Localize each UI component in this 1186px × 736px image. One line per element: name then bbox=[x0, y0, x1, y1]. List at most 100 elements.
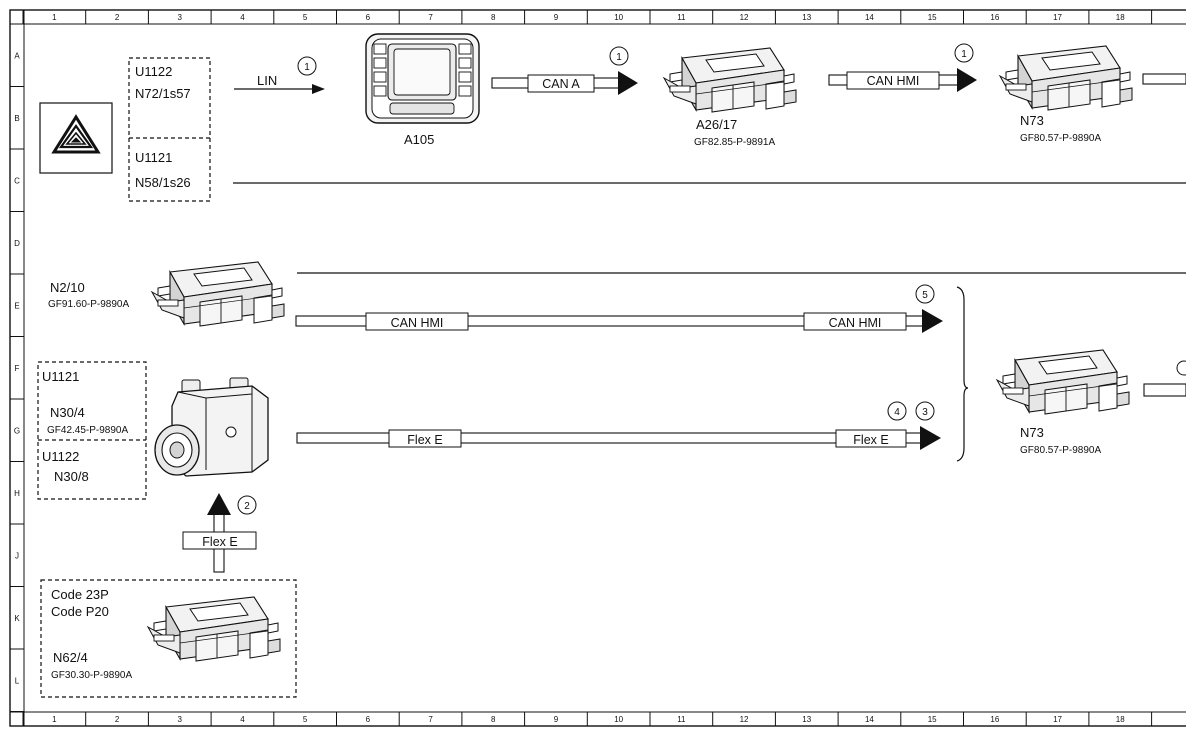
ruler-labels: 1122334455667788991010111112121313141415… bbox=[14, 13, 1125, 724]
top-group-upper-component: N72/1s57 bbox=[135, 86, 191, 101]
a105-control-panel: A105 bbox=[365, 33, 480, 147]
flex-e-number-a: 4 bbox=[894, 407, 900, 418]
flex-e-vertical-number: 2 bbox=[244, 501, 250, 512]
hazard-warning-switch bbox=[39, 102, 113, 174]
ruler-column-label: 14 bbox=[865, 13, 874, 22]
code-group-doc: GF30.30-P-9890A bbox=[51, 670, 132, 681]
camera-group-lower-component: N30/8 bbox=[54, 469, 89, 484]
camera-group-doc: GF42.45-P-9890A bbox=[47, 425, 128, 436]
code-group-code-2: Code P20 bbox=[51, 604, 109, 619]
ruler-column-label: 11 bbox=[677, 13, 686, 22]
flex-e-left-label: Flex E bbox=[407, 433, 442, 447]
ruler-column-label: 16 bbox=[990, 13, 999, 22]
ruler-column-label: 9 bbox=[554, 715, 559, 724]
ruler-column-label: 6 bbox=[366, 715, 371, 724]
can-a-number: 1 bbox=[616, 52, 622, 63]
ruler-column-label: 2 bbox=[115, 715, 120, 724]
flex-e-vertical-connection: Flex E 2 bbox=[182, 493, 257, 573]
ruler-column-label: 4 bbox=[240, 715, 245, 724]
ruler-row-label: H bbox=[14, 489, 20, 498]
n2-10-control-unit: N2/10 GF91.60-P-9890A bbox=[48, 261, 285, 327]
ruler-column-label: 13 bbox=[802, 13, 811, 22]
ruler-column-label: 3 bbox=[178, 715, 183, 724]
code-group-code-1: Code 23P bbox=[51, 587, 109, 602]
code-group-component: N62/4 bbox=[53, 650, 88, 665]
ruler-column-label: 5 bbox=[303, 13, 308, 22]
ruler-column-label: 1 bbox=[52, 13, 57, 22]
n73-top-doc: GF80.57-P-9890A bbox=[1020, 133, 1101, 144]
ruler-column-label: 15 bbox=[928, 715, 937, 724]
ruler-column-label: 15 bbox=[928, 13, 937, 22]
can-a-connection: CAN A 1 bbox=[491, 46, 638, 95]
ruler-ticks bbox=[10, 10, 1153, 726]
ruler-column-label: 11 bbox=[677, 715, 686, 724]
a105-label: A105 bbox=[404, 132, 434, 147]
n73-top-control-unit: N73 GF80.57-P-9890A bbox=[999, 45, 1186, 144]
can-hmi-left-label: CAN HMI bbox=[391, 316, 444, 330]
ruler-column-label: 8 bbox=[491, 13, 496, 22]
code-group: Code 23P Code P20 N62/4 GF30.30-P-9890A bbox=[40, 579, 297, 698]
ruler-column-label: 6 bbox=[366, 13, 371, 22]
ruler-row-label: K bbox=[14, 614, 20, 623]
grouping-brace bbox=[956, 286, 969, 462]
n73-right-label: N73 bbox=[1020, 425, 1044, 440]
can-hmi-bus: CAN HMI CAN HMI 5 bbox=[295, 284, 943, 333]
ruler-column-label: 8 bbox=[491, 715, 496, 724]
a26-17-doc: GF82.85-P-9891A bbox=[694, 137, 775, 148]
n73-right-doc: GF80.57-P-9890A bbox=[1020, 445, 1101, 456]
ruler-column-label: 12 bbox=[740, 13, 749, 22]
can-a-label: CAN A bbox=[542, 77, 580, 91]
ruler-column-label: 18 bbox=[1116, 715, 1125, 724]
ruler-column-label: 7 bbox=[428, 715, 433, 724]
camera-group: U1121 N30/4 GF42.45-P-9890A U1122 N30/8 bbox=[37, 361, 147, 500]
ruler-column-label: 17 bbox=[1053, 13, 1062, 22]
ruler-row-label: A bbox=[14, 51, 20, 60]
camera-unit bbox=[154, 377, 269, 477]
flex-e-right-label: Flex E bbox=[853, 433, 888, 447]
ruler-row-label: B bbox=[14, 114, 19, 123]
ruler-column-label: 18 bbox=[1116, 13, 1125, 22]
camera-group-upper-code: U1121 bbox=[42, 369, 79, 384]
can-hmi-top-connection: CAN HMI 1 bbox=[828, 43, 977, 92]
ruler-column-label: 16 bbox=[990, 715, 999, 724]
ruler-column-label: 9 bbox=[554, 13, 559, 22]
can-hmi-top-number: 1 bbox=[961, 49, 967, 60]
camera-group-component: N30/4 bbox=[50, 405, 85, 420]
top-group-lower-code: U1121 bbox=[135, 150, 172, 165]
ruler-column-label: 3 bbox=[178, 13, 183, 22]
lin-label: LIN bbox=[257, 73, 277, 88]
top-group-upper-code: U1122 bbox=[135, 64, 172, 79]
ruler-row-label: C bbox=[14, 176, 20, 185]
ruler-row-label: D bbox=[14, 239, 20, 248]
ruler-column-label: 4 bbox=[240, 13, 245, 22]
n73-top-label: N73 bbox=[1020, 113, 1044, 128]
ruler-row-label: J bbox=[15, 551, 19, 560]
ruler-column-label: 5 bbox=[303, 715, 308, 724]
lin-connection: LIN 1 bbox=[234, 56, 325, 94]
ruler-column-label: 10 bbox=[614, 13, 623, 22]
ruler-column-label: 17 bbox=[1053, 715, 1062, 724]
ruler-row-label: L bbox=[15, 676, 20, 685]
ruler-column-label: 2 bbox=[115, 13, 120, 22]
can-hmi-top-label: CAN HMI bbox=[867, 74, 920, 88]
ruler-column-label: 12 bbox=[740, 715, 749, 724]
ruler-column-label: 7 bbox=[428, 13, 433, 22]
can-hmi-right-label: CAN HMI bbox=[829, 316, 882, 330]
ruler-column-label: 13 bbox=[802, 715, 811, 724]
n2-10-label: N2/10 bbox=[50, 280, 85, 295]
top-switch-group: U1122 N72/1s57 U1121 N58/1s26 bbox=[128, 57, 211, 202]
flex-e-number-b: 3 bbox=[922, 407, 928, 418]
top-group-lower-component: N58/1s26 bbox=[135, 175, 191, 190]
a26-17-label: A26/17 bbox=[696, 117, 737, 132]
ruler-column-label: 14 bbox=[865, 715, 874, 724]
a26-17-control-unit: A26/17 GF82.85-P-9891A bbox=[663, 47, 797, 148]
n73-right-control-unit: N73 GF80.57-P-9890A bbox=[996, 349, 1186, 456]
flex-e-vertical-label: Flex E bbox=[202, 535, 237, 549]
flex-e-bus: Flex E Flex E 4 3 bbox=[296, 401, 941, 450]
can-hmi-right-number: 5 bbox=[922, 290, 928, 301]
ruler-row-label: G bbox=[14, 426, 20, 435]
n2-10-doc: GF91.60-P-9890A bbox=[48, 299, 129, 310]
camera-group-lower-code: U1122 bbox=[42, 449, 79, 464]
ruler-column-label: 10 bbox=[614, 715, 623, 724]
